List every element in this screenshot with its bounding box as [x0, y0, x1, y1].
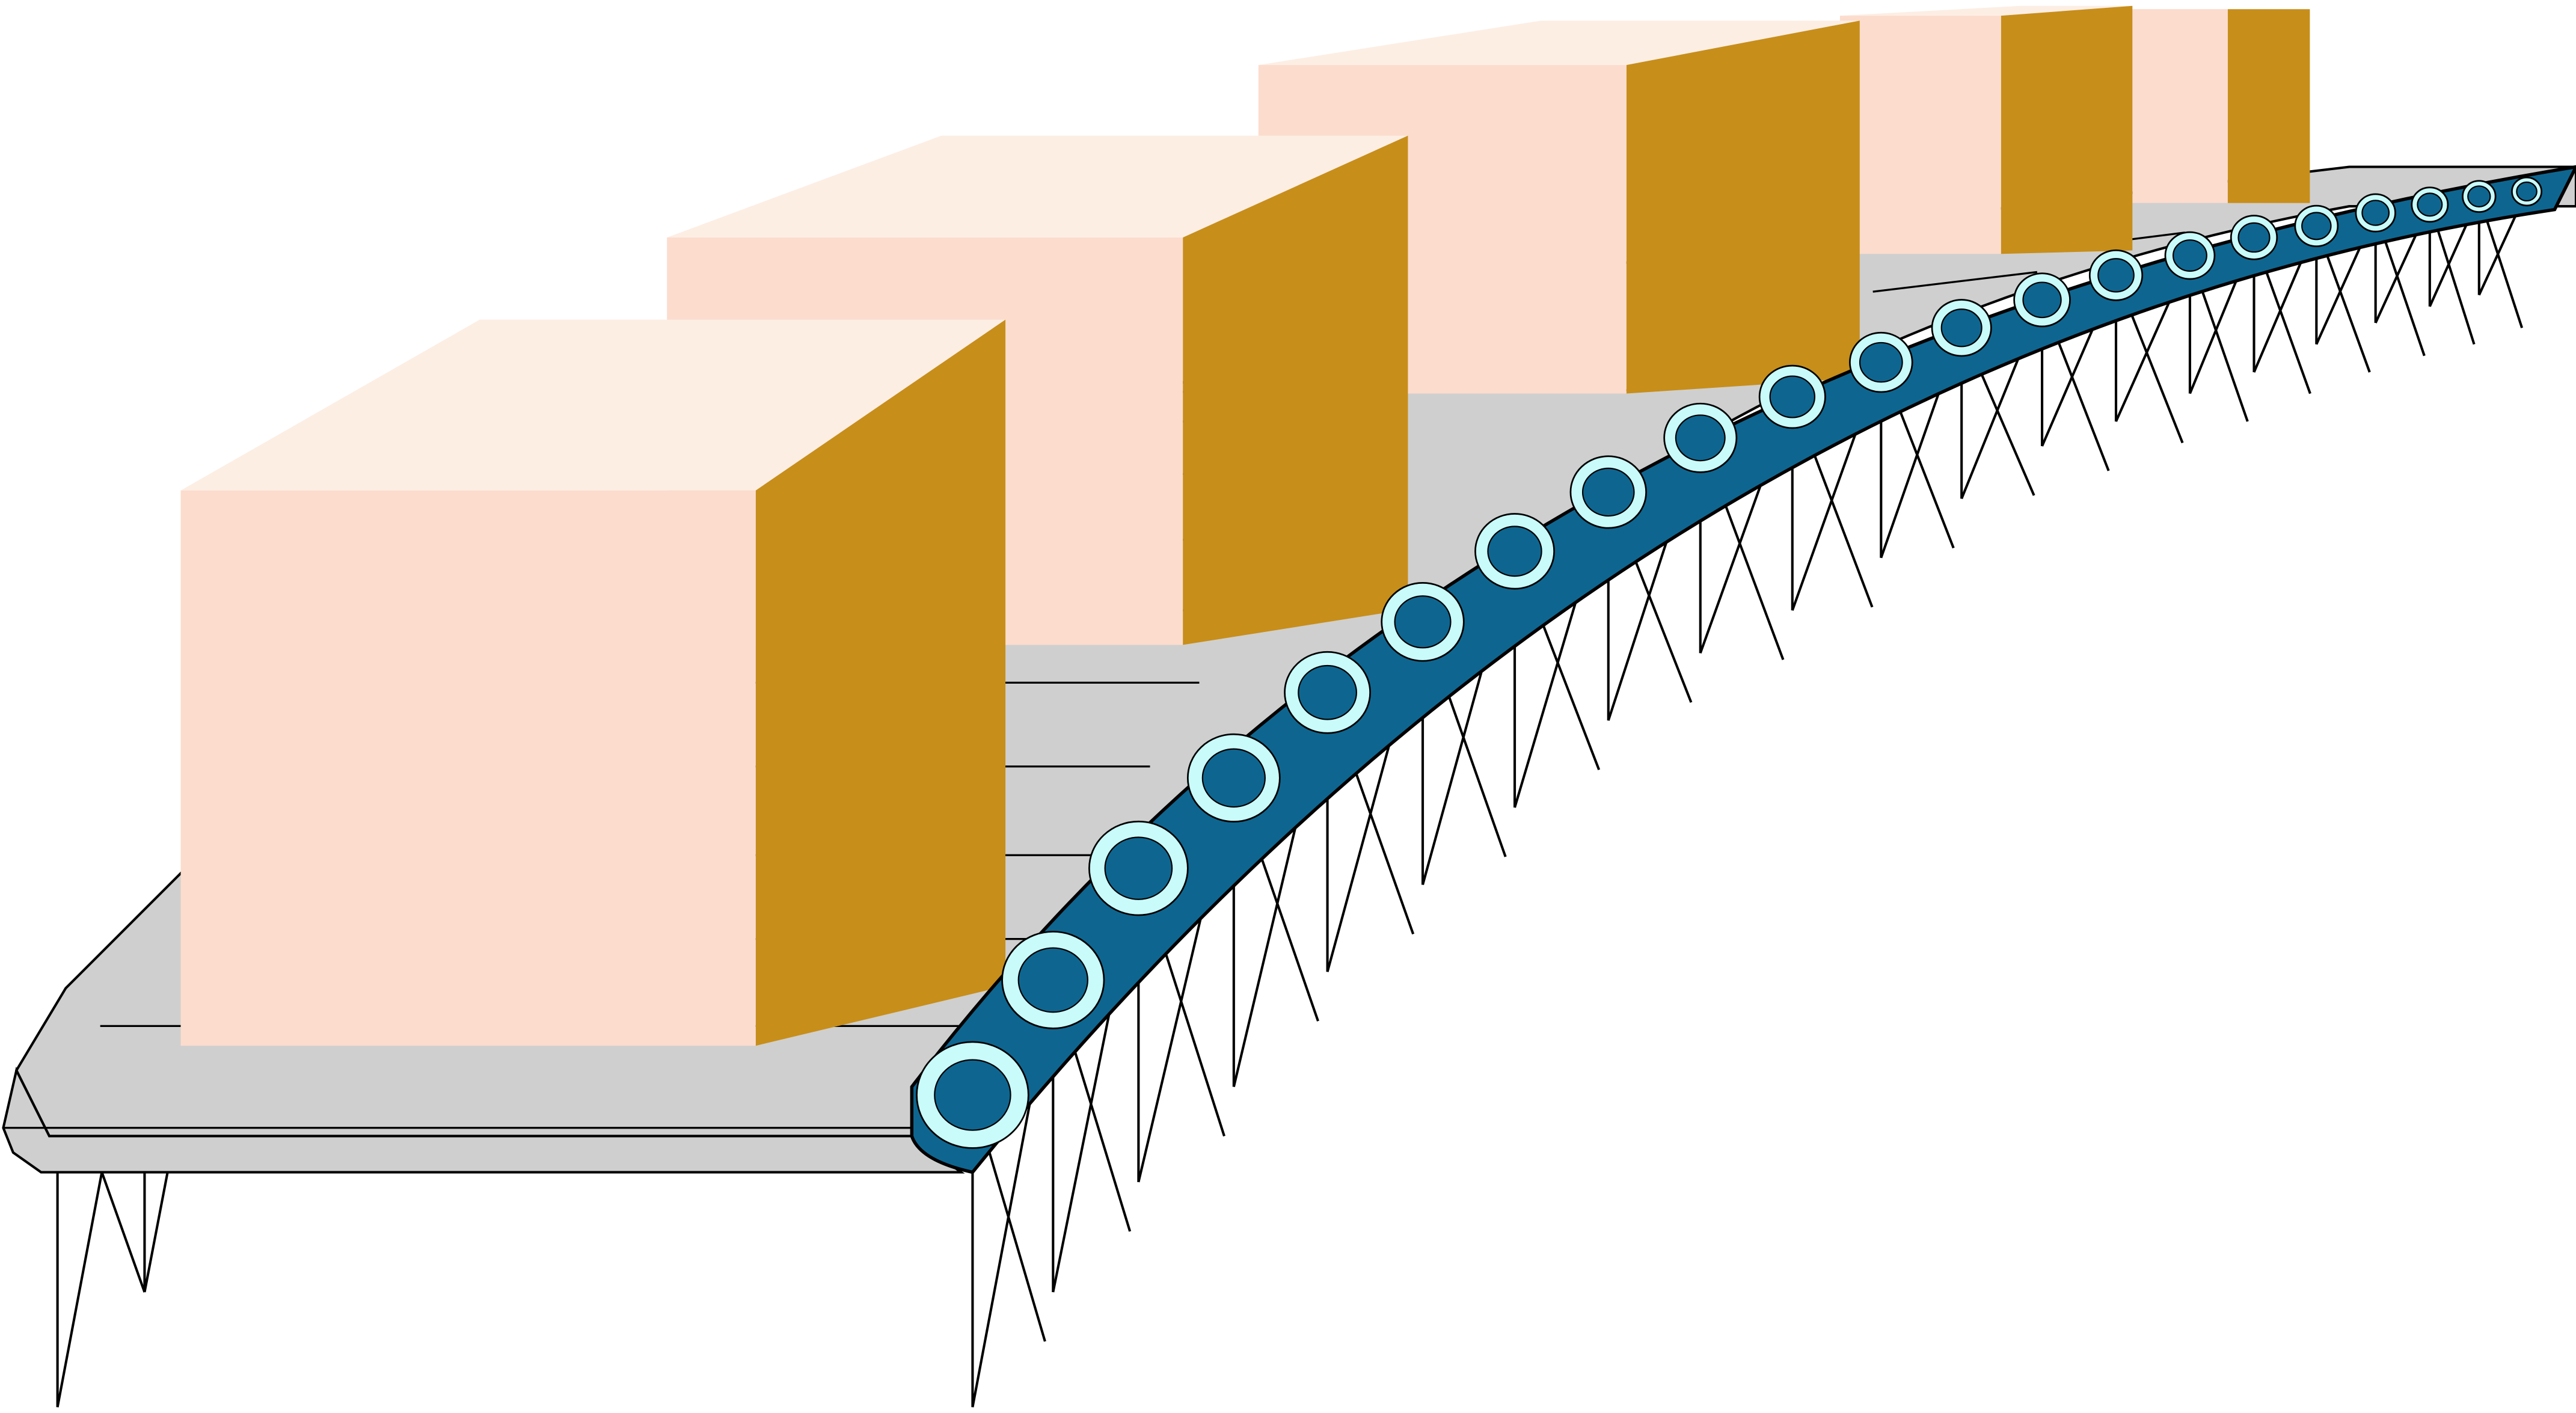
roller — [2164, 231, 2216, 280]
roller-hub — [2172, 239, 2207, 272]
box-top — [1258, 20, 1860, 66]
box-side — [755, 319, 1006, 1046]
box-side — [1626, 20, 1860, 394]
roller — [1758, 364, 1826, 429]
roller — [1849, 331, 1913, 393]
roller-hub — [2237, 222, 2271, 253]
rollers — [916, 176, 2542, 1149]
roller-hub — [2022, 281, 2062, 319]
roller-hub — [1487, 526, 1542, 577]
roller-hub — [1940, 308, 1983, 348]
roller — [1088, 820, 1189, 916]
roller-hub — [2516, 181, 2538, 202]
roller-hub — [1104, 836, 1173, 900]
roller-hub — [934, 1059, 1011, 1131]
roller — [1931, 299, 1992, 357]
roller-hub — [1201, 748, 1266, 808]
box-top — [180, 319, 1006, 491]
roller — [1474, 513, 1555, 590]
roller — [1569, 455, 1647, 529]
box — [2132, 9, 2310, 203]
belt-slat — [1872, 271, 2038, 293]
box-top — [667, 135, 1408, 238]
belt-front-edge — [2, 1067, 965, 1174]
box-side — [2227, 9, 2310, 203]
roller-hub — [1017, 947, 1088, 1013]
boxes — [180, 5, 2310, 1046]
box-top — [1840, 5, 2133, 16]
box-front — [180, 490, 756, 1046]
leg — [100, 1171, 146, 1293]
roller-hub — [2097, 258, 2135, 293]
roller — [1381, 582, 1465, 662]
roller-hub — [2361, 200, 2390, 226]
roller — [2355, 193, 2396, 233]
roller — [2462, 180, 2497, 213]
roller — [1186, 733, 1281, 823]
roller — [1001, 931, 1105, 1029]
roller-hub — [1859, 342, 1903, 383]
roller-hub — [2467, 185, 2491, 207]
roller-hub — [1298, 664, 1357, 720]
roller — [2411, 186, 2449, 223]
leg — [143, 1172, 169, 1293]
roller-hub — [1675, 414, 1726, 462]
roller — [2294, 204, 2339, 247]
roller — [1663, 402, 1738, 473]
roller-hub — [2417, 192, 2443, 217]
roller — [916, 1041, 1029, 1149]
roller — [2230, 215, 2278, 260]
roller-hub — [1581, 467, 1635, 517]
roller — [2511, 176, 2542, 207]
roller-hub — [1394, 595, 1452, 649]
roller — [2088, 249, 2144, 301]
roller — [1284, 651, 1371, 734]
box-side — [1183, 135, 1408, 645]
box-front — [2132, 9, 2228, 203]
roller-hub — [1769, 375, 1816, 418]
box-front — [1840, 16, 2001, 254]
roller-hub — [2301, 212, 2332, 241]
box — [180, 319, 1006, 1046]
side-rail — [910, 165, 2576, 1174]
box — [1840, 5, 2133, 254]
roller — [2013, 272, 2071, 328]
box-side — [2001, 5, 2133, 254]
leg — [56, 1172, 103, 1408]
